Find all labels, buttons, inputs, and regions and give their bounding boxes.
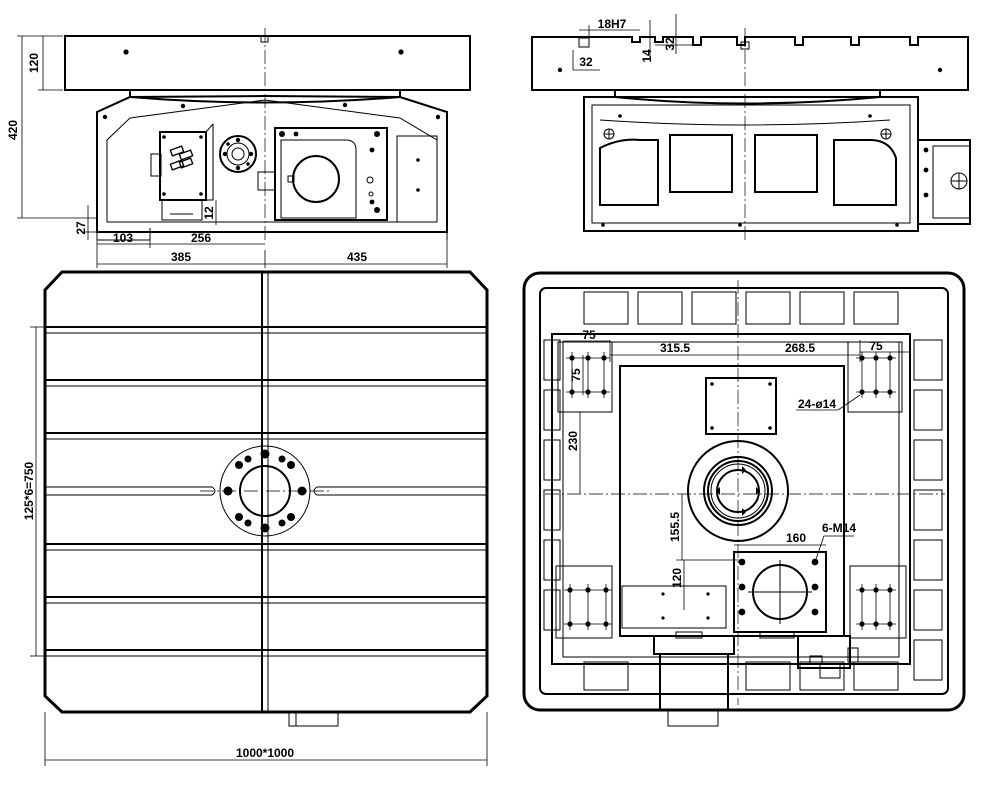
- base-bottom-motor: [659, 653, 729, 711]
- dim-base-holes-6: 6-M14: [822, 521, 856, 535]
- dim-base-holes-24: 24-ø14: [798, 397, 836, 411]
- side-motor: [917, 139, 971, 225]
- corner-bolt-blocks: [555, 341, 907, 639]
- base-plan-view: 75 315.5 268.5 75 75 24-ø14 230 155.5 12…: [522, 271, 966, 727]
- dim-base-75-vertical: 75: [569, 368, 583, 382]
- dim-base-120: 120: [670, 568, 684, 588]
- dim-base-268-5: 268.5: [785, 341, 815, 355]
- dim-table-slot-pitch: 125*6=750: [22, 461, 36, 520]
- front-gear-housing: [274, 127, 388, 221]
- base-outline: [522, 271, 966, 712]
- dim-base-160: 160: [786, 531, 806, 545]
- dim-base-75-top-right: 75: [869, 339, 883, 353]
- side-view: 32 18H7 14 32: [531, 14, 971, 240]
- dim-base-75-top-left: 75: [582, 328, 596, 342]
- dim-side-slot-depth: 14: [640, 49, 654, 63]
- dim-front-103: 103: [113, 231, 133, 245]
- dim-front-12: 12: [202, 206, 216, 220]
- dim-base-315-5: 315.5: [660, 341, 690, 355]
- dim-front-top-thickness: 120: [27, 53, 41, 73]
- dim-front-256: 256: [191, 231, 211, 245]
- dim-front-left-width: 385: [171, 250, 191, 264]
- dim-side-slot-pitch: 32: [579, 55, 593, 69]
- table-top-view: 125*6=750 1000*1000: [22, 270, 489, 766]
- front-encoder: [219, 135, 257, 173]
- dim-side-slot-height: 32: [663, 37, 677, 51]
- side-body: [583, 96, 919, 232]
- front-view: 120 420 27 12 103 256 385 435: [6, 28, 471, 268]
- dim-front-height: 420: [6, 120, 20, 140]
- dim-base-155-5: 155.5: [668, 512, 682, 542]
- table-outline: [43, 270, 489, 714]
- dim-front-right-width: 435: [347, 250, 367, 264]
- base-cover-plate: [705, 377, 777, 435]
- t-slots: [45, 326, 487, 657]
- dim-base-230: 230: [566, 431, 580, 451]
- front-table-plate: [64, 35, 471, 91]
- side-table-plate: [531, 36, 969, 91]
- base-pockets: [543, 291, 943, 691]
- dim-side-slot-width: 18H7: [598, 17, 627, 31]
- dim-front-base-offset: 27: [74, 221, 88, 235]
- dim-table-size: 1000*1000: [236, 746, 294, 760]
- base-bearing: [687, 440, 789, 542]
- bore-bolt-holes: [223, 449, 307, 533]
